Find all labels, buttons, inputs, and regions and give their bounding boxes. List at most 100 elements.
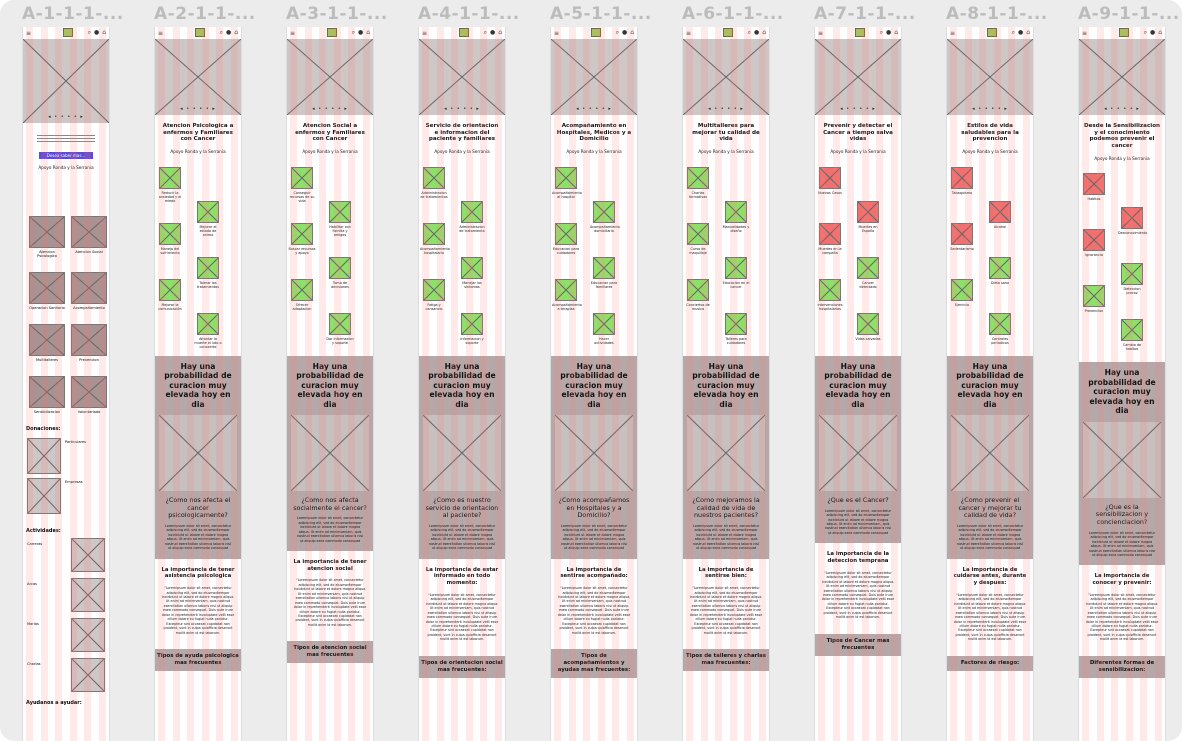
- service-tile-image[interactable]: [819, 166, 841, 189]
- user-icon[interactable]: ●: [621, 29, 628, 36]
- carousel-dots[interactable]: ◂ • • • • ▸: [180, 106, 216, 112]
- service-tile-image[interactable]: [555, 222, 577, 245]
- service-tile-image[interactable]: [291, 166, 313, 189]
- logo[interactable]: [63, 28, 73, 37]
- user-icon[interactable]: ●: [1017, 29, 1024, 36]
- user-icon[interactable]: ●: [1149, 29, 1156, 36]
- hamburger-menu-icon[interactable]: ≡: [422, 29, 428, 37]
- service-tile-image[interactable]: [989, 256, 1011, 279]
- carousel-dots[interactable]: ◂ • • • • ▸: [840, 106, 876, 112]
- service-tile-image[interactable]: [989, 312, 1011, 335]
- service-card[interactable]: Voluntariado: [71, 376, 107, 414]
- search-icon[interactable]: ⌕: [87, 29, 91, 36]
- service-tile-image[interactable]: [725, 312, 747, 335]
- carousel-dots[interactable]: ◂ • • • • ▸: [576, 106, 612, 112]
- service-tile-image[interactable]: [291, 222, 313, 245]
- activity-row[interactable]: Arcos: [23, 576, 109, 616]
- carousel-dots[interactable]: ◂ • • • • ▸: [1104, 106, 1140, 112]
- frame-title[interactable]: A-3-1-1-...: [286, 4, 388, 24]
- service-tile-image[interactable]: [593, 312, 615, 335]
- service-tile-image[interactable]: [593, 256, 615, 279]
- service-tile-image[interactable]: [951, 278, 973, 301]
- service-tile-image[interactable]: [951, 222, 973, 245]
- user-icon[interactable]: ●: [357, 29, 364, 36]
- search-icon[interactable]: ⌕: [747, 29, 751, 36]
- service-tile-image[interactable]: [291, 278, 313, 301]
- carousel-dots[interactable]: ◂ • • • • ▸: [708, 106, 744, 112]
- service-tile-image[interactable]: [423, 278, 445, 301]
- logo[interactable]: [723, 28, 733, 37]
- frame-title[interactable]: A-8-1-1-...: [946, 4, 1048, 24]
- service-tile-image[interactable]: [687, 278, 709, 301]
- hamburger-menu-icon[interactable]: ≡: [290, 29, 296, 37]
- service-tile-image[interactable]: [725, 256, 747, 279]
- logo[interactable]: [459, 28, 469, 37]
- search-icon[interactable]: ⌕: [351, 29, 355, 36]
- service-tile-image[interactable]: [461, 312, 483, 335]
- hamburger-menu-icon[interactable]: ≡: [554, 29, 560, 37]
- service-card[interactable]: Operacion Sanitario: [29, 272, 65, 310]
- hamburger-menu-icon[interactable]: ≡: [950, 29, 956, 37]
- service-tile-image[interactable]: [857, 256, 879, 279]
- service-card[interactable]: Prevencion: [71, 324, 107, 362]
- service-tile-image[interactable]: [159, 278, 181, 301]
- activity-row[interactable]: Carreras: [23, 536, 109, 576]
- service-tile-image[interactable]: [329, 200, 351, 223]
- search-icon[interactable]: ⌕: [1143, 29, 1147, 36]
- home-icon[interactable]: ⌂: [630, 29, 634, 36]
- search-icon[interactable]: ⌕: [615, 29, 619, 36]
- service-tile-image[interactable]: [329, 256, 351, 279]
- service-tile-image[interactable]: [197, 312, 219, 335]
- home-icon[interactable]: ⌂: [366, 29, 370, 36]
- frame-title[interactable]: A-4-1-1-...: [418, 4, 520, 24]
- frame-title[interactable]: A-9-1-1-...: [1078, 4, 1180, 24]
- search-icon[interactable]: ⌕: [1011, 29, 1015, 36]
- hamburger-menu-icon[interactable]: ≡: [158, 29, 164, 37]
- service-card[interactable]: Acompañamiento: [71, 272, 107, 310]
- service-card[interactable]: Multitalleres: [29, 324, 65, 362]
- service-tile-image[interactable]: [1121, 263, 1143, 286]
- hamburger-menu-icon[interactable]: ≡: [686, 29, 692, 37]
- home-icon[interactable]: ⌂: [762, 29, 766, 36]
- home-icon[interactable]: ⌂: [1158, 29, 1162, 36]
- service-tile-image[interactable]: [555, 166, 577, 189]
- home-icon[interactable]: ⌂: [1026, 29, 1030, 36]
- user-icon[interactable]: ●: [225, 29, 232, 36]
- frame-title[interactable]: A-7-1-1-...: [814, 4, 916, 24]
- carousel-dots[interactable]: ◂ • • • • ▸: [444, 106, 480, 112]
- carousel-dots[interactable]: ◂ • • • • ▸: [972, 106, 1008, 112]
- service-tile-image[interactable]: [989, 200, 1011, 223]
- service-card[interactable]: Atencion Social: [71, 216, 107, 258]
- search-icon[interactable]: ⌕: [483, 29, 487, 36]
- service-tile-image[interactable]: [555, 278, 577, 301]
- user-icon[interactable]: ●: [753, 29, 760, 36]
- logo[interactable]: [855, 28, 865, 37]
- service-tile-image[interactable]: [329, 312, 351, 335]
- service-tile-image[interactable]: [951, 166, 973, 189]
- service-tile-image[interactable]: [857, 200, 879, 223]
- home-icon[interactable]: ⌂: [894, 29, 898, 36]
- service-tile-image[interactable]: [593, 200, 615, 223]
- service-tile-image[interactable]: [857, 312, 879, 335]
- service-tile-image[interactable]: [725, 200, 747, 223]
- service-tile-image[interactable]: [1083, 229, 1105, 252]
- service-tile-image[interactable]: [423, 222, 445, 245]
- user-icon[interactable]: ●: [885, 29, 892, 36]
- service-card[interactable]: Sensibilizacion: [29, 376, 65, 414]
- user-icon[interactable]: ●: [489, 29, 496, 36]
- frame-title[interactable]: A-5-1-1-...: [550, 4, 652, 24]
- service-tile-image[interactable]: [197, 256, 219, 279]
- service-tile-image[interactable]: [1121, 319, 1143, 342]
- hamburger-menu-icon[interactable]: ≡: [1082, 29, 1088, 37]
- activity-row[interactable]: Charlas: [23, 656, 109, 696]
- service-tile-image[interactable]: [1083, 285, 1105, 308]
- service-tile-image[interactable]: [461, 256, 483, 279]
- logo[interactable]: [327, 28, 337, 37]
- service-tile-image[interactable]: [197, 200, 219, 223]
- logo[interactable]: [591, 28, 601, 37]
- home-icon[interactable]: ⌂: [234, 29, 238, 36]
- frame-title[interactable]: A-6-1-1-...: [682, 4, 784, 24]
- frame-title[interactable]: A-2-1-1-...: [154, 4, 256, 24]
- service-card[interactable]: Atencion Psicologica: [29, 216, 65, 258]
- service-tile-image[interactable]: [819, 222, 841, 245]
